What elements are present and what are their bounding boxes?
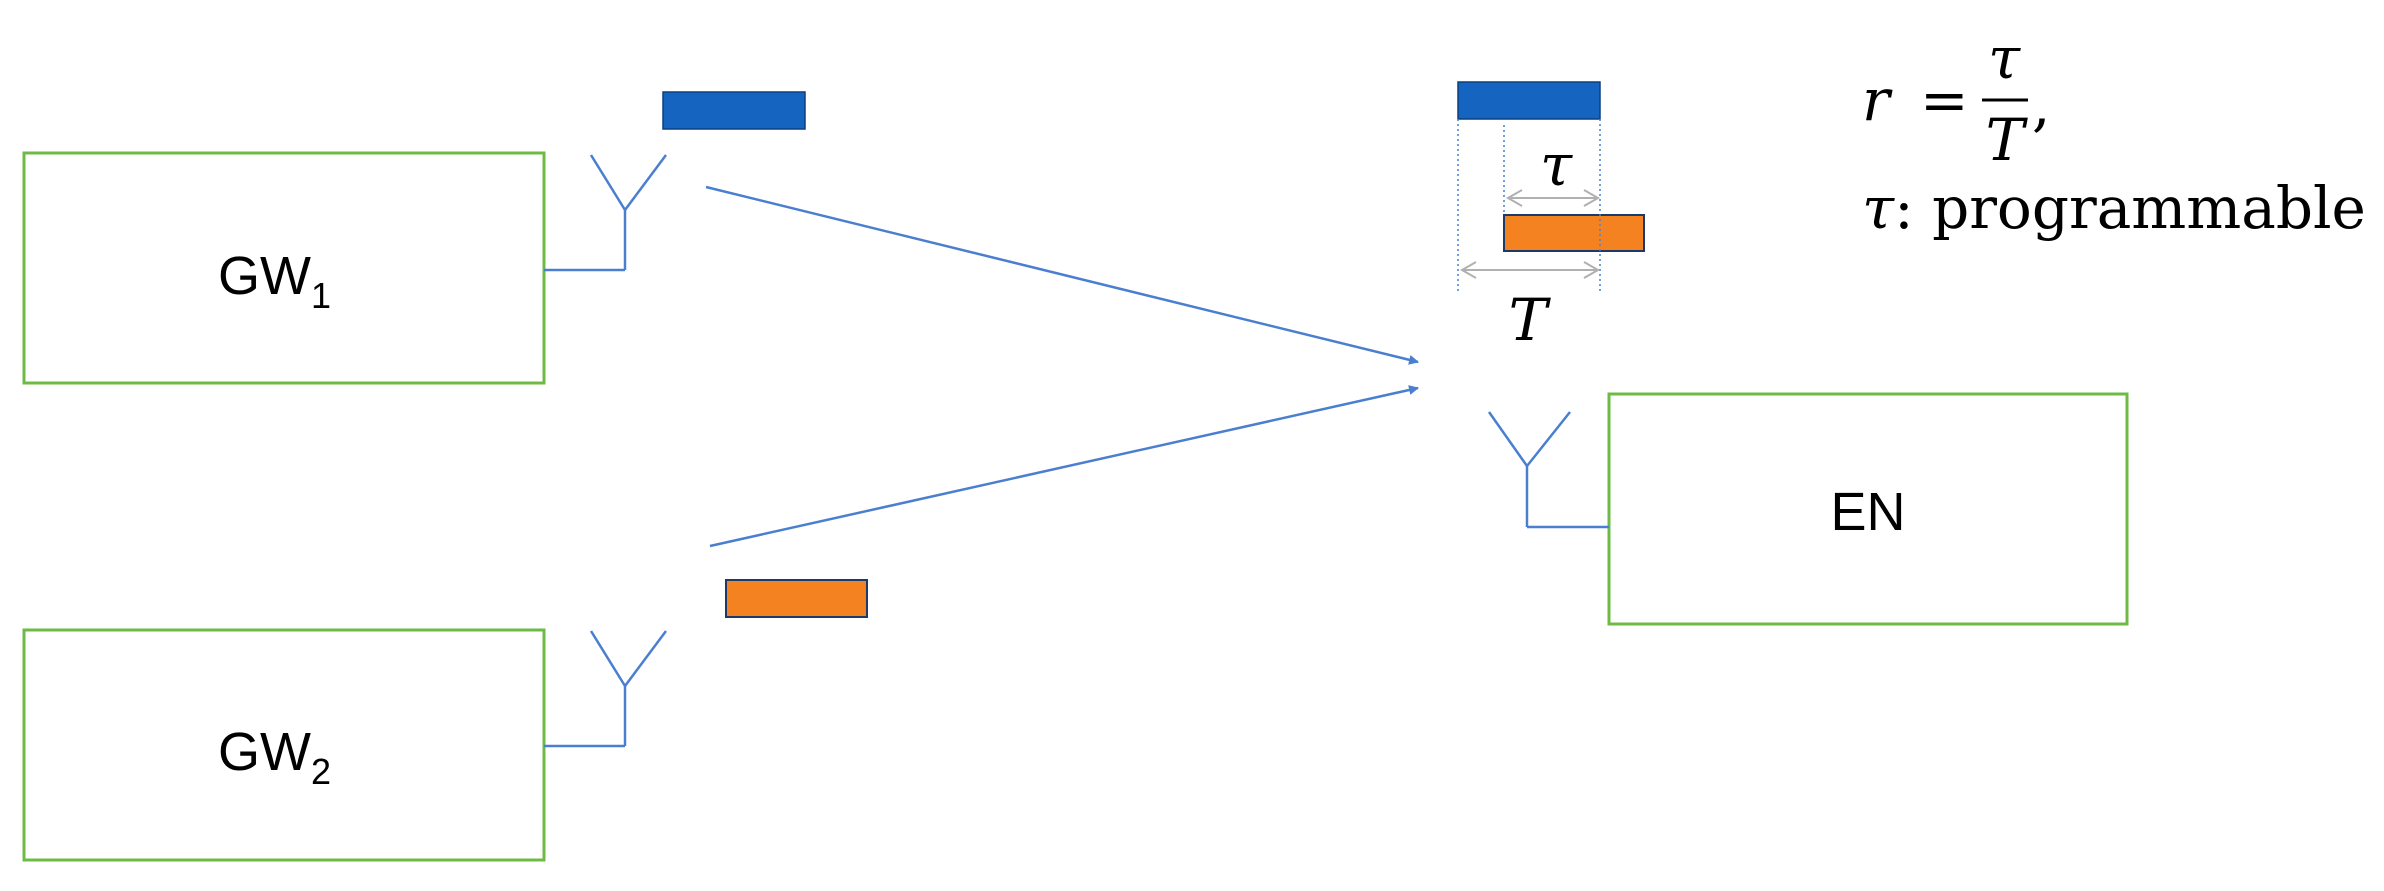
en-box — [1607, 392, 2129, 626]
gw2-node: GW2 — [22, 628, 668, 862]
received-blue-packet — [1457, 81, 1601, 120]
programmable-note: τ: programmable — [1862, 174, 2366, 242]
ratio-formula: r = τ T , τ: programmable — [1862, 24, 2366, 242]
tau-label: τ — [1540, 131, 1573, 199]
gw2-to-en-link — [709, 385, 1419, 548]
period-dimension — [1459, 261, 1601, 279]
formula-comma: , — [2032, 71, 2050, 139]
en-label: EN — [1830, 482, 1905, 542]
formula-numerator: τ — [1988, 24, 2021, 92]
antenna-icon — [544, 154, 668, 272]
formula-denominator: T — [1986, 106, 2029, 174]
period-label: T — [1509, 286, 1552, 354]
timing-diagram: τ T — [1457, 81, 1645, 354]
gw1-node: GW1 — [22, 151, 668, 385]
gw1-label: GW1 — [218, 246, 331, 316]
received-orange-packet — [1503, 214, 1645, 252]
gw1-box — [22, 151, 546, 385]
gw1-to-en-link — [705, 185, 1419, 365]
gw1-packet — [662, 91, 806, 130]
gw2-packet — [725, 579, 868, 618]
gw2-label: GW2 — [218, 722, 331, 792]
antenna-icon — [544, 630, 668, 748]
tau-dimension — [1505, 189, 1601, 207]
formula-equals: = — [1920, 66, 1969, 134]
antenna-icon — [1487, 411, 1609, 529]
gw2-box — [22, 628, 546, 862]
en-node: EN — [1487, 392, 2129, 626]
formula-lhs: r — [1862, 66, 1893, 134]
